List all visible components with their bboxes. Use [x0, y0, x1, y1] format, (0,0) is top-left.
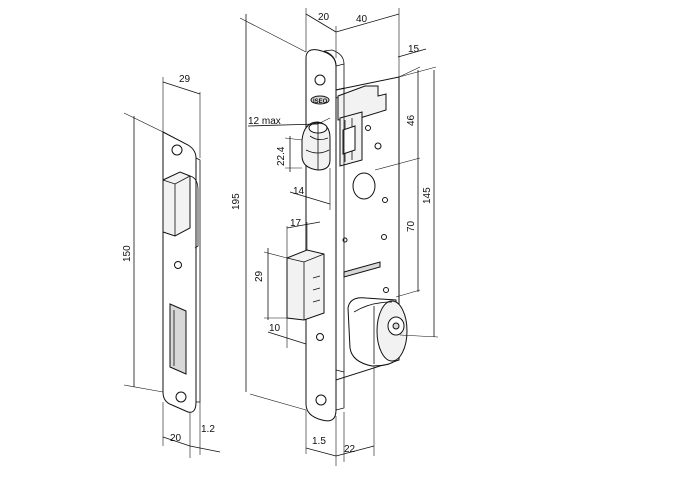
strike-plate: 29 150 20 1.2 — [122, 74, 221, 458]
dim-faceplate-width: 20 — [318, 12, 330, 23]
faceplate-screw-bottom — [315, 394, 327, 406]
deadbolt — [286, 249, 325, 321]
dim-total-height: 195 — [231, 193, 242, 210]
dim-strike-height: 150 — [122, 245, 133, 262]
dim-upper: 46 — [406, 114, 417, 126]
screw-hole-bottom — [175, 391, 187, 403]
dim-bolt-offset: 10 — [269, 323, 281, 334]
dim-strike-width-top: 29 — [179, 74, 191, 85]
dim-backset: 40 — [356, 14, 368, 25]
dim-bolt-projection: 17 — [290, 218, 302, 229]
dim-latch-height: 22.4 — [276, 146, 287, 166]
faceplate-screw-mid — [316, 333, 324, 341]
dim-cylinder: 22 — [344, 444, 356, 455]
dim-bolt-height: 29 — [254, 270, 265, 282]
brand-logo-text: ISEO — [313, 99, 328, 105]
screw-hole-mid — [174, 261, 182, 269]
strike-bolt-opening — [169, 303, 187, 375]
dim-spacing: 70 — [406, 220, 417, 232]
dim-center: 145 — [422, 187, 433, 204]
strike-keeper — [162, 171, 191, 237]
follower-hole — [352, 172, 376, 200]
brand-logo — [310, 95, 330, 105]
latch-bolt — [301, 121, 331, 171]
dim-face-thickness: 1.5 — [312, 436, 326, 447]
dim-latch-offset: 15 — [408, 44, 420, 55]
screw-hole-top — [171, 144, 183, 156]
faceplate-screw-top — [314, 74, 326, 86]
dim-strike-width-bottom: 20 — [170, 433, 182, 444]
dim-latch-projection: 14 — [293, 186, 305, 197]
dim-strike-thickness: 1.2 — [201, 424, 215, 435]
faceplate — [305, 49, 337, 422]
lock-body: ISEO 20 40 15 195 — [231, 8, 439, 466]
dim-latch-max: 12 max — [248, 116, 281, 127]
